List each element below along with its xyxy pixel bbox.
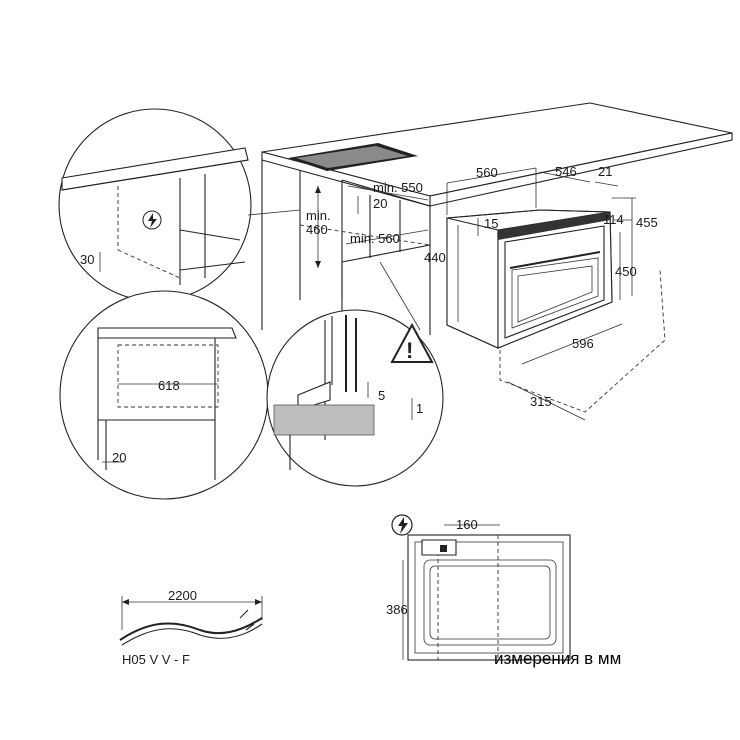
svg-text:!: ! [406,338,413,363]
svg-text:114: 114 [603,212,624,227]
oven-body [446,209,613,349]
svg-text:30: 30 [80,252,94,267]
dimension-21: 21 [594,164,619,187]
dimension-455: 455 [612,197,658,296]
dimension-min-550: min. 550 [347,180,429,201]
leader-line-top [247,209,301,216]
dimension-596: 596 [521,323,623,365]
svg-text:440: 440 [424,250,446,265]
dimension-440: 440 [424,225,459,322]
dimension-min-460: min. 460 [306,186,331,268]
svg-text:min.: min. [306,208,331,223]
svg-text:386: 386 [386,602,408,617]
svg-text:455: 455 [636,215,658,230]
svg-text:5: 5 [378,388,385,403]
svg-text:min. 560: min. 560 [350,231,400,246]
svg-text:546: 546 [555,164,577,179]
lightning-icon [142,210,162,230]
dimension-546: 546 [539,164,591,183]
svg-text:1: 1 [416,401,423,416]
dimension-560: 560 [446,165,537,215]
svg-text:20: 20 [112,450,126,465]
svg-text:2200: 2200 [168,588,197,603]
lightning-icon-connection [391,514,413,536]
cable-diagram: 2200 H05 V V - F [119,588,263,667]
dimension-450: 450 [615,232,637,300]
svg-text:596: 596 [572,336,594,351]
dimension-114: 114 [603,212,632,227]
svg-text:160: 160 [456,517,478,532]
svg-text:15: 15 [484,216,498,231]
svg-text:21: 21 [598,164,612,179]
svg-text:450: 450 [615,264,637,279]
detail-circle-top: 30 [58,108,252,302]
dimension-min-560: min. 560 [345,229,429,246]
svg-text:460: 460 [306,222,328,237]
svg-text:315: 315 [530,394,552,409]
detail-circle-mid: 618 20 [59,290,269,500]
units-note: измерения в мм [494,649,621,668]
leader-line-warning [379,261,421,331]
warning-triangle-icon: ! [390,322,434,363]
dimension-315: 315 [499,269,666,421]
svg-text:560: 560 [476,165,498,180]
countertop [261,102,733,207]
svg-text:H05 V V - F: H05 V V - F [122,652,190,667]
connection-box: 160 386 [386,517,571,661]
dimension-20-top: 20 [357,196,387,214]
svg-text:618: 618 [158,378,180,393]
cooktop [288,143,418,171]
svg-text:20: 20 [373,196,387,211]
dimension-15: 15 [477,216,498,236]
svg-text:min. 550: min. 550 [373,180,423,195]
